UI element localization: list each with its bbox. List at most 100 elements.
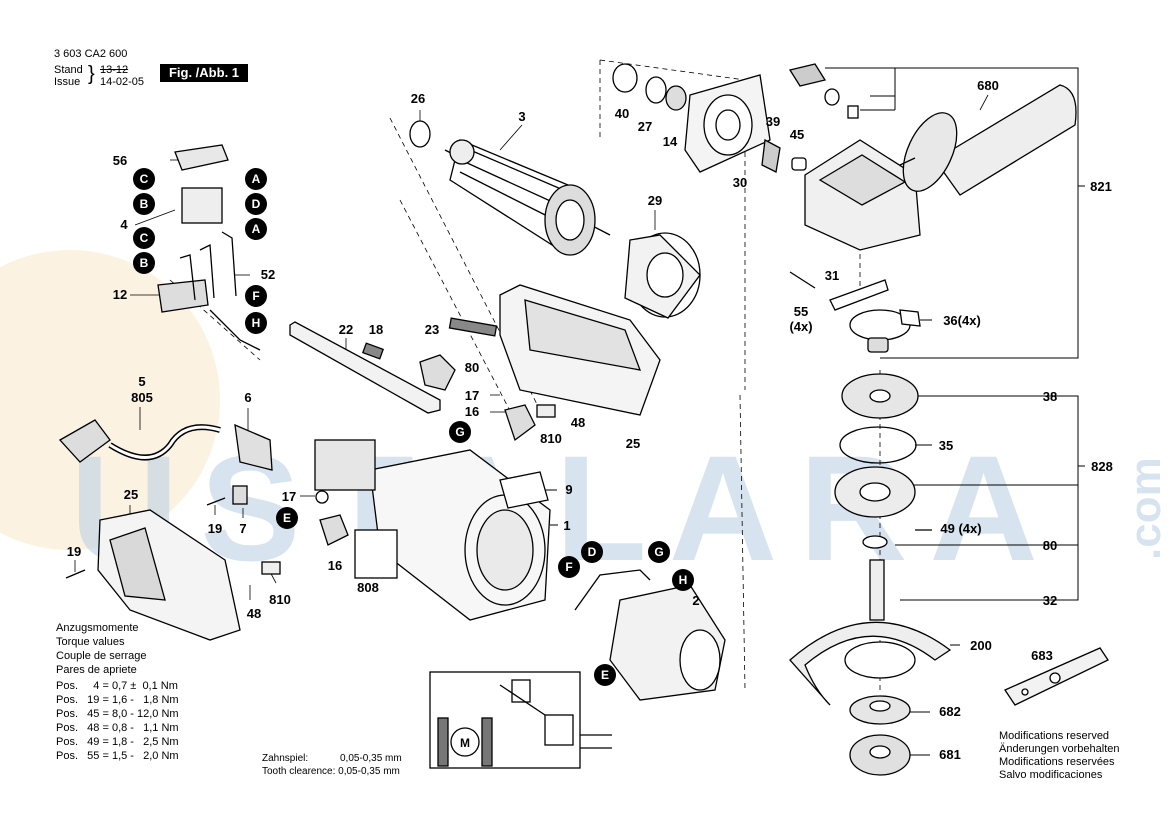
part-label: 808 — [357, 580, 379, 595]
components — [58, 63, 1109, 776]
issue-label: Issue — [54, 76, 81, 88]
housing-shell — [499, 284, 661, 416]
auxiliary-handle — [899, 84, 1077, 196]
svg-text:F: F — [252, 289, 259, 303]
modification-line: Salvo modificaciones — [999, 769, 1103, 781]
svg-text:H: H — [679, 573, 688, 587]
torque-title-fr: Couple de serrage — [56, 650, 147, 662]
part-label: 7 — [239, 521, 246, 536]
torque-row: Pos. 45 = 8,0 - 12,0 Nm — [56, 708, 179, 720]
group-brackets — [545, 67, 1085, 756]
torque-row: Pos. 55 = 1,5 - 2,0 Nm — [56, 750, 179, 762]
fan — [624, 232, 701, 319]
connector-markers: C A B D C A B F H G E D G F H E — [133, 168, 694, 686]
flanges — [849, 695, 911, 776]
svg-text:B: B — [140, 197, 149, 211]
part-label: 16 — [465, 404, 479, 419]
torque-title-en: Torque values — [56, 636, 125, 648]
torque-title-de: Anzugsmomente — [56, 622, 139, 634]
svg-text:D: D — [588, 545, 597, 559]
part-label: 4 — [120, 217, 128, 232]
part-label: 200 — [970, 638, 992, 653]
part-label: 19 — [208, 521, 222, 536]
part-label: 3 — [518, 109, 525, 124]
part-label: 805 — [131, 390, 153, 405]
part-label: 17 — [465, 388, 479, 403]
connector-marker: G — [648, 541, 670, 563]
part-label: 23 — [425, 322, 439, 337]
torque-row: Pos. 19 = 1,6 - 1,8 Nm — [56, 694, 179, 706]
part-label: 6 — [244, 390, 251, 405]
tooth-clearance-de-value: 0,05-0,35 mm — [340, 753, 402, 764]
gear-head — [788, 63, 921, 251]
part-label: 32 — [1043, 593, 1057, 608]
connector-marker: E — [276, 507, 298, 529]
part-label: 16 — [328, 558, 342, 573]
spanner — [1004, 647, 1109, 706]
svg-text:B: B — [140, 256, 149, 270]
connector-marker: C — [133, 227, 155, 249]
part-label: 810 — [540, 431, 562, 446]
part-label: 40 — [615, 106, 629, 121]
power-cable — [58, 419, 273, 471]
svg-text:H: H — [252, 316, 261, 330]
connector-marker: E — [594, 664, 616, 686]
part-label: 49 (4x) — [940, 521, 981, 536]
part-label: 17 — [282, 489, 296, 504]
part-label: 48 — [571, 415, 585, 430]
svg-text:C: C — [140, 172, 149, 186]
svg-text:C: C — [140, 231, 149, 245]
part-label: 680 — [977, 78, 999, 93]
part-label: 80 — [465, 360, 479, 375]
part-label: 5 — [138, 374, 145, 389]
part-label: 25 — [626, 436, 640, 451]
gear-stack — [834, 373, 932, 621]
wheel-guard — [789, 621, 952, 706]
rear-cover — [97, 509, 241, 641]
svg-text:G: G — [654, 545, 663, 559]
watermark-suffix: .com — [1121, 457, 1169, 560]
connector-marker: D — [581, 541, 603, 563]
part-label: 27 — [638, 119, 652, 134]
svg-text:E: E — [283, 511, 291, 525]
part-label: 828 — [1091, 459, 1113, 474]
connector-marker: A — [245, 218, 267, 240]
switch-rod — [289, 317, 498, 414]
torque-row: Pos. 48 = 0,8 - 1,1 Nm — [56, 722, 179, 734]
brace-symbol: } — [88, 63, 95, 85]
svg-text:E: E — [601, 668, 609, 682]
figure-label: Fig. /Abb. 1 — [160, 64, 248, 82]
connector-marker: G — [449, 421, 471, 443]
part-label: 681 — [939, 747, 961, 762]
connector-marker: F — [245, 285, 267, 307]
part-label: 31 — [825, 268, 839, 283]
part-label: 682 — [939, 704, 961, 719]
motor-housing — [314, 439, 551, 621]
svg-text:D: D — [252, 197, 261, 211]
motor-symbol: M — [460, 736, 470, 750]
part-label: 55 — [794, 304, 808, 319]
part-label: 52 — [261, 267, 275, 282]
connector-marker: C — [133, 168, 155, 190]
svg-text:A: A — [252, 222, 261, 236]
torque-row: Pos. 49 = 1,8 - 2,5 Nm — [56, 736, 179, 748]
svg-text:G: G — [455, 425, 464, 439]
connector-marker: F — [558, 556, 580, 578]
part-label: 19 — [67, 544, 81, 559]
part-label: 56 — [113, 153, 127, 168]
part-label: 18 — [369, 322, 383, 337]
part-label: 12 — [113, 287, 127, 302]
part-label: 1 — [563, 518, 570, 533]
part-label: 35 — [939, 438, 953, 453]
guard-clamp — [789, 271, 921, 353]
connector-marker: H — [245, 312, 267, 334]
bearing-flange — [612, 63, 807, 173]
connector-marker: B — [133, 252, 155, 274]
modification-line: Modifications reserved — [999, 730, 1110, 742]
part-label: 48 — [247, 606, 261, 621]
svg-text:F: F — [565, 560, 572, 574]
part-label: (4x) — [789, 319, 812, 334]
leader-lines — [74, 94, 989, 600]
part-label: 45 — [790, 127, 804, 142]
issue-value: 14-02-05 — [100, 76, 145, 88]
